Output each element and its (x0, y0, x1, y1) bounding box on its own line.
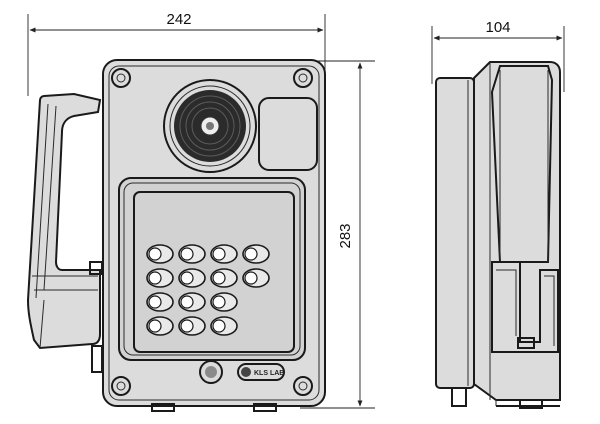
screw-bottom-left (111, 376, 131, 396)
keypad-key (242, 244, 270, 264)
keypad-key (146, 244, 174, 264)
brand-logo: KLS LAB (237, 363, 285, 381)
side-view: 104 (431, 19, 565, 409)
housing-side (473, 61, 561, 401)
emblem (199, 360, 223, 384)
keypad-key (178, 244, 206, 264)
logo-text: KLS LAB (254, 370, 284, 377)
keypad-key (146, 316, 174, 336)
speaker-grille (163, 79, 257, 173)
side-gland (451, 387, 467, 407)
front-housing: KLS LAB (102, 59, 326, 412)
handset (26, 92, 103, 373)
width-label: 242 (166, 11, 191, 28)
screw-top-right (293, 68, 313, 88)
height-label: 283 (337, 223, 354, 248)
keypad-key (178, 316, 206, 336)
screw-bottom-right (293, 376, 313, 396)
keypad-key (210, 292, 238, 312)
keypad-key (242, 268, 270, 288)
indicator-window (258, 97, 318, 171)
cable-gland-right (253, 403, 277, 412)
keypad-keys (146, 244, 270, 336)
keypad-key (178, 292, 206, 312)
keypad-key (178, 268, 206, 288)
depth-dimension: 104 (431, 19, 565, 92)
keypad-key (210, 268, 238, 288)
side-foot (519, 399, 543, 409)
front-view: 242 283 (26, 11, 375, 412)
width-dimension: 242 (27, 11, 326, 96)
keypad-key (146, 292, 174, 312)
handset-side (490, 65, 559, 353)
keypad-key (210, 244, 238, 264)
keypad-key (146, 268, 174, 288)
cable-gland-left (151, 403, 175, 412)
height-dimension: 283 (300, 60, 375, 409)
keypad-panel (118, 177, 306, 361)
screw-top-left (111, 68, 131, 88)
depth-label: 104 (485, 19, 510, 36)
keypad-key (210, 316, 238, 336)
